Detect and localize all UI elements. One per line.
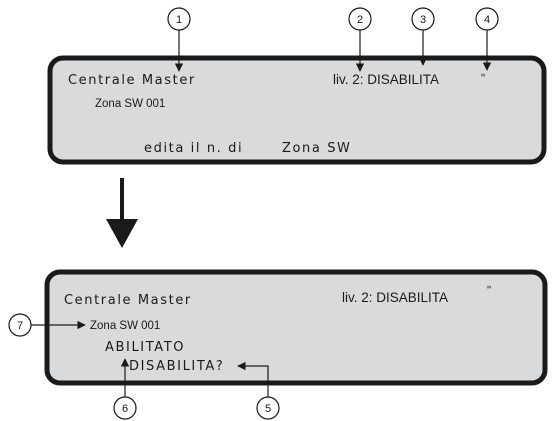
callout-7: 7 bbox=[8, 313, 86, 337]
transition-down-arrow-icon bbox=[106, 178, 138, 248]
transition-arrow-head bbox=[106, 219, 138, 248]
callout-6-label: 6 bbox=[122, 403, 128, 415]
lcd-bottom-abilitato: ABILITATO bbox=[105, 340, 185, 355]
callout-4: 4 bbox=[475, 7, 499, 71]
lcd-bottom-zona: Zona SW 001 bbox=[90, 320, 160, 332]
lcd-bottom-disabilita: DISABILITA? bbox=[129, 359, 224, 374]
lcd-bottom-centrale: Centrale Master bbox=[64, 293, 192, 308]
lcd-display-bottom: Centrale Master liv. 2: DISABILITA Zona … bbox=[44, 269, 548, 386]
callout-3: 3 bbox=[411, 7, 435, 66]
transition-arrow-shaft bbox=[120, 178, 124, 220]
lcd-top-zona: Zona SW 001 bbox=[95, 98, 165, 110]
callout-7-label: 7 bbox=[17, 320, 23, 332]
callout-2: 2 bbox=[348, 7, 372, 72]
callout-1: 1 bbox=[167, 7, 191, 72]
lcd-frame-bottom bbox=[44, 269, 548, 386]
callout-4-label: 4 bbox=[484, 14, 490, 26]
callout-6: 6 bbox=[113, 358, 137, 420]
lcd-frame-top bbox=[47, 55, 547, 165]
lcd-top-edita: edita il n. di bbox=[144, 141, 243, 156]
callout-3-label: 3 bbox=[420, 14, 426, 26]
lcd-bottom-livello: liv. 2: DISABILITA bbox=[342, 290, 448, 305]
callout-5: 5 bbox=[237, 361, 280, 420]
callout-2-label: 2 bbox=[357, 14, 363, 26]
callout-5-arrow-icon bbox=[237, 361, 269, 397]
lcd-top-centrale: Centrale Master bbox=[68, 73, 196, 88]
lcd-display-top: Centrale Master liv. 2: DISABILITA Zona … bbox=[47, 55, 547, 165]
callout-1-label: 1 bbox=[176, 14, 182, 26]
lcd-bottom-symbol-icon: ʺ bbox=[487, 285, 491, 297]
lcd-top-livello: liv. 2: DISABILITA bbox=[333, 72, 439, 87]
lcd-top-zona-sw: Zona SW bbox=[282, 141, 352, 156]
callout-5-label: 5 bbox=[265, 403, 271, 415]
lcd-top-symbol-icon: ʺ bbox=[481, 73, 485, 85]
